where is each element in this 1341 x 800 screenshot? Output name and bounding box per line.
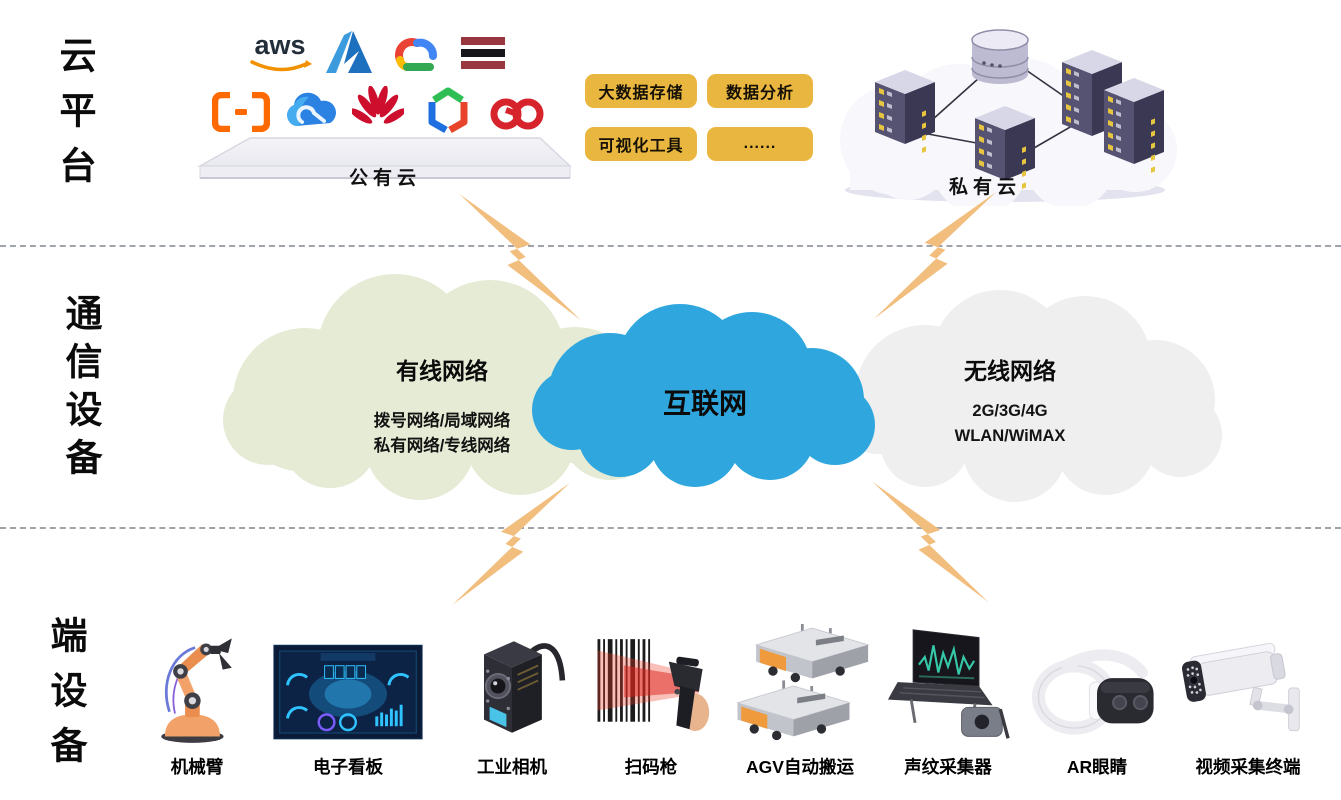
device-label: 视频采集终端 bbox=[1195, 757, 1301, 777]
video-capture-terminal-icon bbox=[1180, 602, 1316, 748]
database-cylinder bbox=[971, 29, 1029, 85]
electronic-kanban-icon bbox=[270, 602, 426, 748]
wireless-network-title: 无线网络 bbox=[964, 358, 1056, 384]
separator-cloud-comm bbox=[0, 245, 1341, 247]
device-label: 扫码枪 bbox=[624, 757, 678, 777]
badge-more: ...... bbox=[707, 127, 813, 161]
lightning-bolt-public-internet bbox=[459, 194, 581, 320]
layer-label-end-devices: 端设备 bbox=[45, 616, 86, 781]
device-electronic-kanban: 电子看板 bbox=[270, 602, 426, 782]
lightning-bolt-wireless-devices bbox=[872, 482, 989, 602]
private-cloud-label: 私有云 bbox=[948, 177, 1021, 198]
device-label: AGV自动搬运 bbox=[746, 757, 854, 777]
layer-label-cloud-platform: 云平台 bbox=[54, 36, 95, 201]
device-label: 工业相机 bbox=[477, 757, 547, 777]
device-video-capture-terminal: 视频采集终端 bbox=[1170, 602, 1326, 782]
private-cloud-graphic bbox=[840, 29, 1177, 206]
public-cloud-platform bbox=[197, 137, 572, 179]
huawei-logo bbox=[352, 86, 404, 132]
public-cloud-label: 公有云 bbox=[348, 168, 421, 189]
badge-big-data-storage: 大数据存储 bbox=[585, 74, 697, 108]
device-voiceprint-collector: 声纹采集器 bbox=[870, 602, 1026, 782]
layer-label-communication: 通信设备 bbox=[60, 294, 101, 486]
tencent-cloud-logo bbox=[287, 92, 336, 126]
agv-transport-icon bbox=[730, 602, 870, 748]
infinity-cloud-logo bbox=[490, 98, 544, 130]
lightning-bolt-private-wireless bbox=[873, 192, 997, 319]
alibaba-cloud-logo bbox=[212, 92, 270, 132]
barcode-scanner-icon bbox=[589, 602, 713, 748]
separator-comm-device bbox=[0, 527, 1341, 529]
device-ar-glasses: AR眼睛 bbox=[1019, 602, 1175, 782]
device-agv-transport: AGV自动搬运 bbox=[722, 602, 878, 782]
wireless-network-sub2: WLAN/WiMAX bbox=[954, 427, 1066, 445]
industrial-camera-icon bbox=[456, 602, 568, 748]
network-clouds bbox=[223, 274, 1222, 502]
badge-visualization: 可视化工具 bbox=[585, 127, 697, 161]
aws-logo-text: aws bbox=[254, 30, 306, 60]
stripe-bars-logo bbox=[461, 37, 505, 69]
wired-network-sub2: 私有网络/专线网络 bbox=[373, 437, 511, 455]
device-label: 声纹采集器 bbox=[904, 757, 992, 777]
hexagon-cloud-logo bbox=[428, 87, 468, 134]
voiceprint-collector-icon bbox=[880, 602, 1016, 748]
ar-glasses-icon bbox=[1031, 602, 1163, 748]
wireless-network-sub1: 2G/3G/4G bbox=[972, 402, 1048, 420]
device-label: 机械臂 bbox=[170, 757, 224, 777]
lightning-bolt-internet-devices bbox=[452, 483, 570, 605]
internet-title: 互联网 bbox=[662, 388, 747, 419]
aws-smile-icon bbox=[250, 60, 312, 72]
device-robotic-arm: 机械臂 bbox=[119, 602, 275, 782]
azure-logo bbox=[326, 31, 372, 73]
robotic-arm-icon bbox=[142, 602, 252, 748]
aws-logo: aws bbox=[248, 30, 312, 74]
wired-network-title: 有线网络 bbox=[396, 358, 488, 384]
device-barcode-scanner: 扫码枪 bbox=[573, 602, 729, 782]
device-industrial-camera: 工业相机 bbox=[434, 602, 590, 782]
google-cloud-logo bbox=[395, 38, 437, 71]
wired-network-sub1: 拨号网络/局域网络 bbox=[373, 412, 511, 430]
device-label: AR眼睛 bbox=[1066, 757, 1128, 777]
internet-cloud bbox=[532, 304, 875, 487]
device-label: 电子看板 bbox=[313, 757, 383, 777]
wireless-network-cloud bbox=[836, 290, 1222, 502]
badge-data-analysis: 数据分析 bbox=[707, 74, 813, 108]
